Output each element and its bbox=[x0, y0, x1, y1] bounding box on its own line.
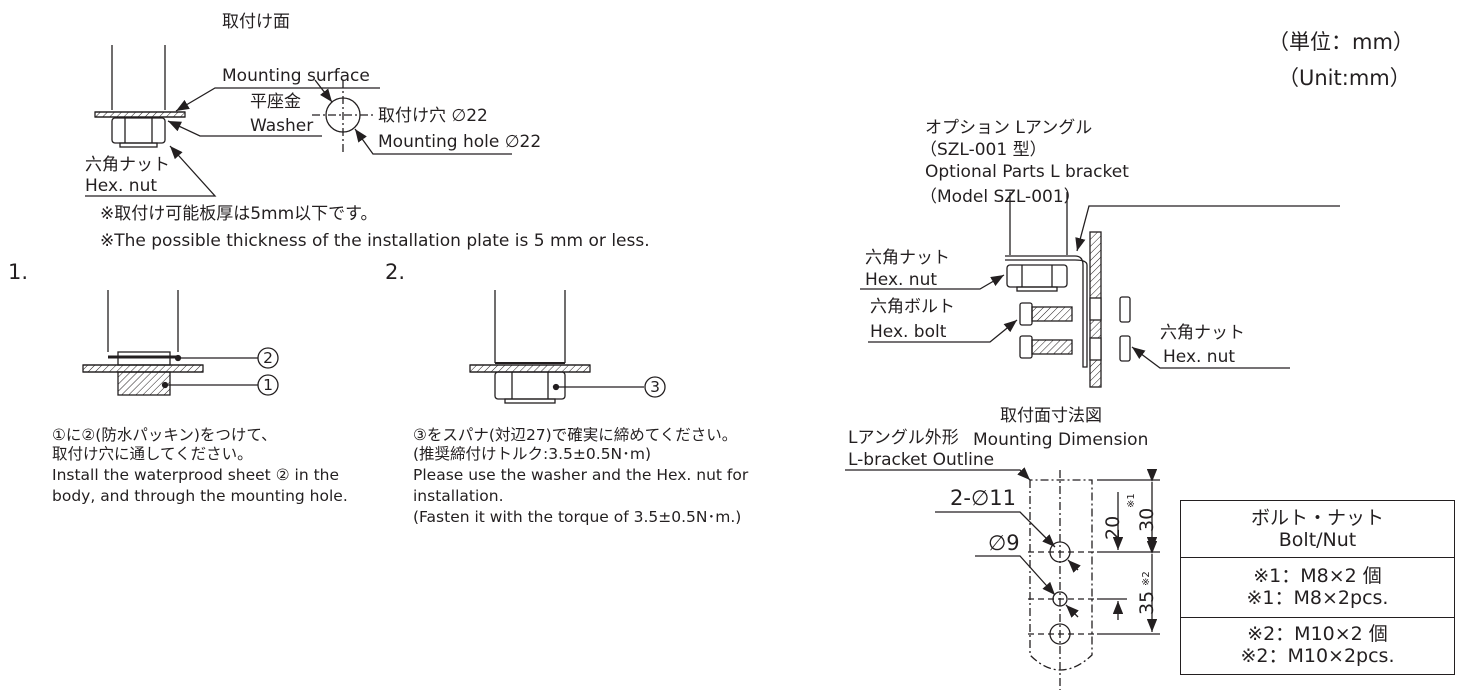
table-row2-en: ※2：M10×2pcs. bbox=[1240, 645, 1395, 667]
step2-drawing bbox=[469, 290, 666, 404]
unit-label-en: （Unit:mm） bbox=[1278, 66, 1411, 90]
table-row1-en: ※1：M8×2pcs. bbox=[1246, 587, 1389, 609]
dim-20-label: 20 bbox=[1102, 515, 1124, 540]
step2-number: 2. bbox=[385, 260, 406, 284]
step1-number: 1. bbox=[8, 260, 29, 284]
option-bracket-label-en: Optional Parts L bracket bbox=[925, 162, 1129, 182]
table-header: ボルト・ナット Bolt/Nut bbox=[1181, 501, 1454, 558]
dim-20-note: ※1 bbox=[1126, 493, 1137, 508]
callout-2: 2 bbox=[263, 349, 273, 367]
bracket-hex-nut-label-ja: 六角ナット bbox=[865, 248, 950, 268]
option-model-label-ja: （SZL-001 型） bbox=[920, 140, 1047, 160]
thickness-note-en: ※The possible thickness of the installat… bbox=[100, 231, 650, 251]
bracket-hex-nut2-label-en: Hex. nut bbox=[1163, 347, 1236, 367]
step2-text-ja-1: ③をスパナ(対辺27)で確実に締めてください。 bbox=[413, 426, 738, 444]
table-header-ja: ボルト・ナット bbox=[1250, 507, 1384, 529]
unit-label-ja: （単位：mm） bbox=[1268, 30, 1414, 54]
bracket-outline-label-ja: Lアングル外形 bbox=[848, 428, 959, 448]
bracket-outline-label-en: L-bracket Outline bbox=[848, 450, 995, 470]
step1-text-ja-1: ①に②(防水パッキン)をつけて、 bbox=[52, 426, 277, 444]
table-row1-ja: ※1：M8×2 個 bbox=[1253, 565, 1382, 587]
step2-text-en-1: Please use the washer and the Hex. nut f… bbox=[413, 466, 749, 484]
washer-label-ja: 平座金 bbox=[250, 92, 301, 112]
mounting-dimension-title-ja: 取付面寸法図 bbox=[1000, 406, 1102, 426]
step1-drawing bbox=[82, 290, 279, 396]
bolt-nut-table: ボルト・ナット Bolt/Nut ※1：M8×2 個 ※1：M8×2pcs. ※… bbox=[1180, 500, 1455, 675]
step1-text-en-2: body, and through the mounting hole. bbox=[52, 487, 348, 505]
bracket-drawing bbox=[860, 192, 1340, 388]
step2-text-ja-2: (推奨締付けトルク:3.5±0.5N･m) bbox=[413, 445, 652, 463]
washer-label-en: Washer bbox=[250, 116, 314, 136]
dim-35-note: ※2 bbox=[1141, 571, 1152, 586]
dim-35-label: 35 bbox=[1136, 590, 1158, 615]
hex-bolt-label-ja: 六角ボルト bbox=[870, 297, 955, 317]
hex-nut-label-ja: 六角ナット bbox=[85, 155, 170, 175]
option-model-label-en: （Model SZL-001） bbox=[920, 187, 1081, 207]
callout-3: 3 bbox=[650, 378, 660, 396]
hole-small-label: ∅9 bbox=[988, 531, 1020, 555]
step2-text-en-2: installation. bbox=[413, 487, 504, 505]
hole-large-label: 2-∅11 bbox=[950, 486, 1016, 510]
hex-bolt-label-en: Hex. bolt bbox=[870, 322, 947, 342]
step1-text-ja-2: 取付け穴に通してください。 bbox=[52, 445, 253, 463]
hex-nut-label-en: Hex. nut bbox=[85, 176, 158, 196]
option-bracket-label-ja: オプション Lアングル bbox=[925, 118, 1093, 138]
bracket-hex-nut2-label-ja: 六角ナット bbox=[1160, 323, 1245, 343]
table-header-en: Bolt/Nut bbox=[1278, 529, 1357, 551]
bracket-hex-nut-label-en: Hex. nut bbox=[865, 270, 938, 290]
top-detail-drawing bbox=[85, 45, 512, 197]
callout-1: 1 bbox=[263, 376, 273, 394]
dim-30-label: 30 bbox=[1136, 507, 1158, 532]
mounting-hole-label-ja: 取付け穴 ∅22 bbox=[378, 106, 488, 126]
table-row: ※2：M10×2 個 ※2：M10×2pcs. bbox=[1181, 618, 1454, 673]
step2-text-en-3: (Fasten it with the torque of 3.5±0.5N･m… bbox=[413, 508, 742, 526]
thickness-note-ja: ※取付け可能板厚は5mm以下です。 bbox=[100, 204, 378, 224]
mounting-dimension-drawing bbox=[845, 467, 1160, 690]
mounting-dimension-title-en: Mounting Dimension bbox=[973, 430, 1149, 450]
mounting-surface-label-ja: 取付け面 bbox=[222, 12, 290, 32]
table-row2-ja: ※2：M10×2 個 bbox=[1247, 623, 1388, 645]
mounting-hole-label-en: Mounting hole ∅22 bbox=[378, 132, 542, 152]
step1-text-en-1: Install the waterprood sheet ② in the bbox=[52, 466, 340, 484]
table-row: ※1：M8×2 個 ※1：M8×2pcs. bbox=[1181, 558, 1454, 618]
mounting-surface-label-en: Mounting surface bbox=[222, 66, 370, 86]
